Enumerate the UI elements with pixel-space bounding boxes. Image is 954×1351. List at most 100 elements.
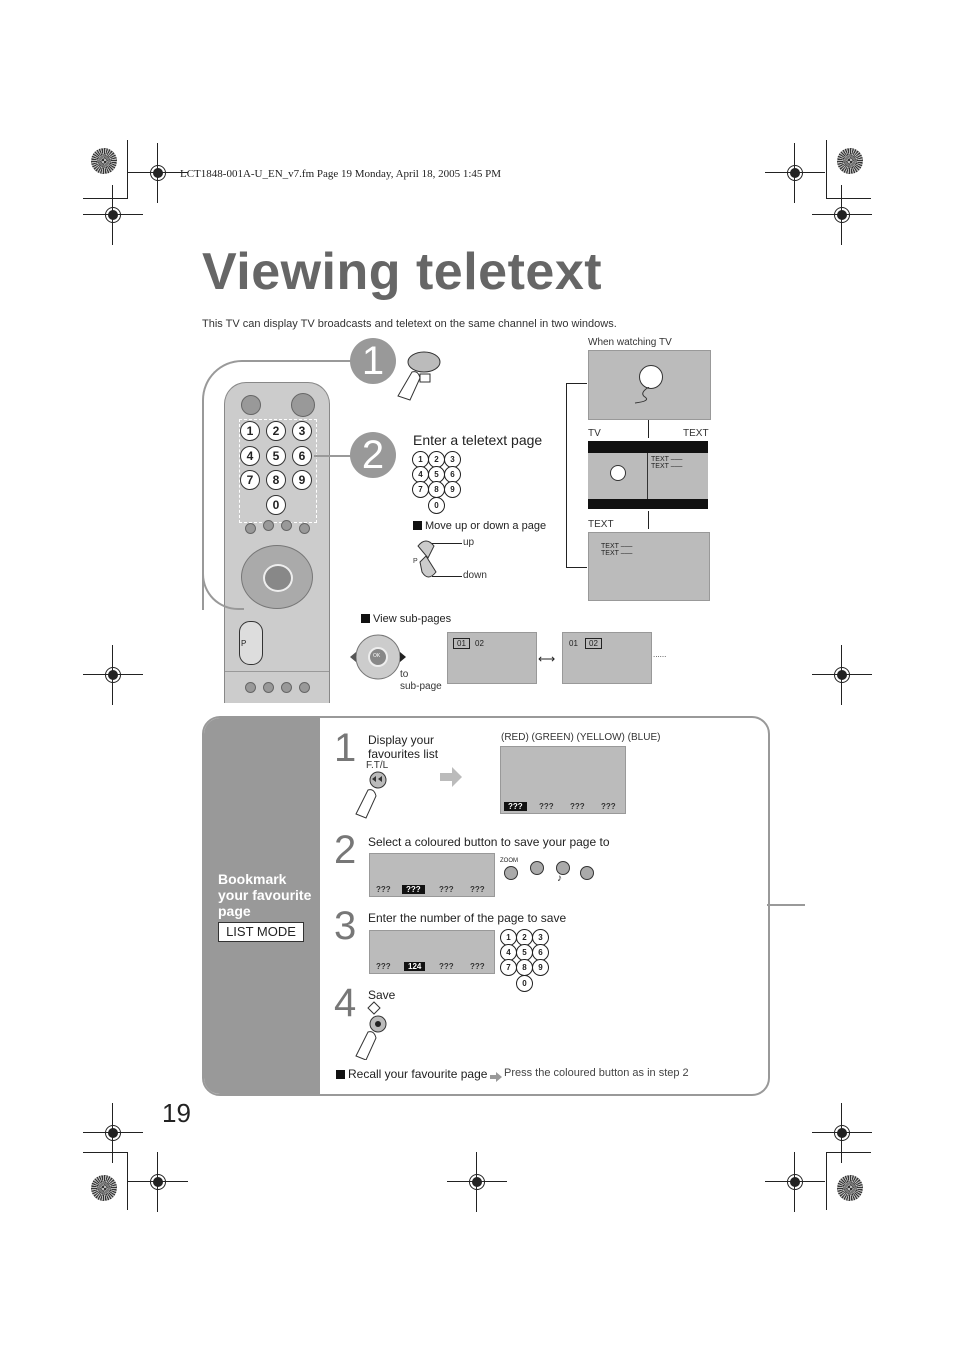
slot-green: ??? (402, 885, 425, 894)
key-9: 9 (532, 959, 549, 976)
remote-key-0: 0 (266, 495, 286, 515)
step-2-badge: 2 (350, 432, 396, 478)
remote-small-button (299, 523, 310, 534)
text-bottom-label: TEXT (588, 519, 614, 530)
key-7: 7 (500, 959, 517, 976)
numpad-highlight (239, 419, 317, 523)
split-text-line: TEXT ‒‒‒ (651, 463, 683, 470)
blue-button-icon (580, 866, 594, 880)
bookmark-panel (202, 716, 770, 1096)
entry-screen: ??? 124 ??? ??? (369, 930, 495, 974)
bm-step-4-text: Save (368, 988, 396, 1002)
text-screen-line: TEXT ‒‒‒ (601, 543, 633, 550)
balloon-string-icon (634, 387, 650, 404)
text-button-hand-icon (394, 350, 442, 402)
remote-key-3: 3 (292, 421, 312, 441)
remote-key-9: 9 (292, 470, 312, 490)
registration-mark (447, 1152, 507, 1212)
slot-blue: ??? (470, 885, 485, 894)
split-bottom-bar (588, 499, 708, 509)
registration-mark (812, 1103, 872, 1163)
text-label: TEXT (683, 428, 709, 439)
bm-step-3-number: 3 (334, 904, 357, 948)
power-button (291, 393, 315, 417)
slot-yellow: ??? (439, 962, 454, 971)
slot-green: ??? (539, 802, 554, 811)
remote-small-button (245, 523, 256, 534)
cycle-bracket (566, 383, 587, 568)
remote-small-button (281, 520, 292, 531)
crop-line (127, 1152, 128, 1210)
remote-key-6: 6 (292, 446, 312, 466)
nav-cursor-icon (350, 632, 406, 682)
more-dots: ...... (653, 650, 667, 659)
split-divider (647, 453, 648, 499)
registration-mark (83, 645, 143, 705)
slot-blue: ??? (470, 962, 485, 971)
crop-line (83, 198, 128, 199)
remote-bottom-divider (225, 671, 329, 672)
bullet-square-icon (413, 521, 422, 530)
slot-red: ??? (376, 885, 391, 894)
remote-key-5: 5 (266, 446, 286, 466)
next-arrow-icon (440, 767, 462, 787)
remote-small-button (263, 520, 274, 531)
registration-mark (128, 1152, 188, 1212)
rocker-p-label: P (413, 558, 418, 565)
recall-hint: Press the coloured button as in step 2 (504, 1067, 689, 1079)
key-8: 8 (428, 481, 445, 498)
crop-line (826, 198, 871, 199)
favourites-bar: ??? ??? ??? ??? (501, 801, 625, 813)
to-label: to (400, 669, 409, 680)
remote-small-button (281, 682, 292, 693)
starburst-mark (837, 1175, 863, 1201)
remote-key-8: 8 (266, 470, 286, 490)
bullet-square-icon (361, 614, 370, 623)
intro-text: This TV can display TV broadcasts and te… (202, 318, 617, 330)
entry-bar: ??? 124 ??? ??? (370, 961, 494, 973)
select-bar: ??? ??? ??? ??? (370, 884, 494, 896)
split-balloon-icon (610, 465, 626, 481)
starburst-mark (91, 1175, 117, 1201)
bookmark-title: Bookmark your favourite page (218, 871, 312, 919)
remote-key-2: 2 (266, 421, 286, 441)
subpage-screen-2: 01 02 (562, 632, 652, 684)
bm-step-2-text: Select a coloured button to save your pa… (368, 835, 610, 849)
ok-button (263, 564, 293, 592)
split-text-line: TEXT ‒‒‒ (651, 456, 683, 463)
balloon-icon (639, 365, 663, 389)
registration-mark (765, 1152, 825, 1212)
step-1-badge: 1 (350, 338, 396, 384)
move-page-label: Move up or down a page (413, 520, 546, 532)
p-rocker (239, 621, 263, 665)
bm-step-1-number: 1 (334, 726, 357, 770)
subpage-screen-1: 01 02 (447, 632, 537, 684)
select-screen: ??? ??? ??? ??? (369, 853, 495, 897)
split-top-bar (588, 441, 708, 453)
tv-screen (588, 350, 711, 420)
key-7: 7 (412, 481, 429, 498)
slot-yellow: ??? (570, 802, 585, 811)
bookmark-sidebar (204, 718, 320, 1094)
crop-line (826, 1152, 871, 1153)
recall-label: Recall your favourite page (336, 1067, 487, 1081)
when-watching-label: When watching TV (588, 337, 672, 348)
p-up-down-rocker-icon (412, 538, 442, 580)
subpage-current: 02 (585, 638, 602, 649)
page-number: 19 (162, 1098, 191, 1128)
remote-key-1: 1 (240, 421, 260, 441)
subpage-current: 01 (453, 638, 470, 649)
favourites-screen: ??? ??? ??? ??? (500, 746, 626, 814)
bullet-square-icon (336, 1070, 345, 1079)
subpage-prev: 01 (569, 639, 578, 648)
starburst-mark (91, 148, 117, 174)
music-note-icon: ♪ (557, 873, 562, 884)
slot-red: ??? (376, 962, 391, 971)
zoom-label: ZOOM (500, 858, 518, 864)
registration-mark (128, 143, 188, 203)
remote-key-4: 4 (240, 446, 260, 466)
registration-mark (83, 185, 143, 245)
ftl-key-label: F.T/L (366, 760, 389, 771)
ftl-hand-icon (352, 770, 392, 820)
flow-arrow-line (648, 420, 649, 438)
